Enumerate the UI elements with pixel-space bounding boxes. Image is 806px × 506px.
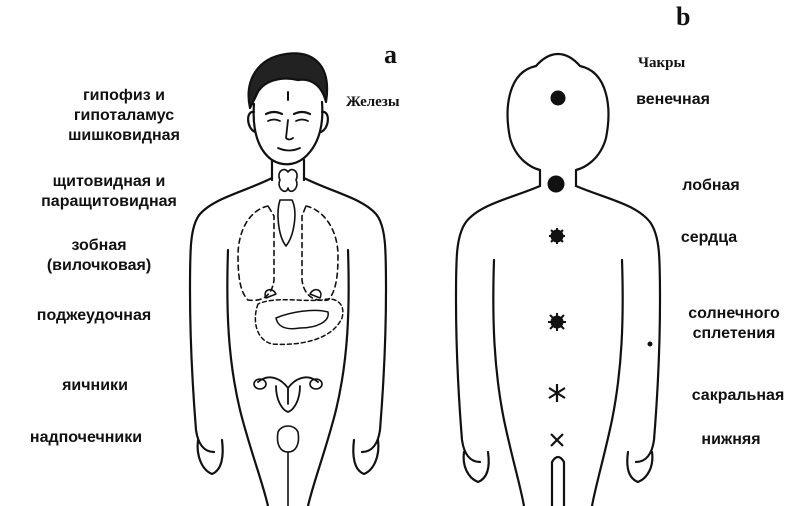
chakra-label-root: нижняя: [686, 430, 776, 450]
body-outline: [190, 178, 386, 452]
left-eye: [268, 120, 280, 122]
head-outline: [508, 54, 609, 186]
gland-label-pancreas: поджеудочная: [14, 306, 174, 326]
brow-chakra-dot: [548, 176, 564, 192]
pancreas: [276, 310, 328, 328]
chakra-label-line: сердца: [664, 228, 754, 248]
left-lung: [238, 206, 274, 300]
gland-label-line: паращитовидная: [14, 192, 204, 212]
gland-label-pineal: шишковидная: [44, 126, 204, 146]
gland-label-thyroid: щитовидная и паращитовидная: [14, 172, 204, 212]
torso-left: [227, 250, 268, 506]
sacral-chakra-star: [549, 384, 565, 402]
chakra-markers: [548, 91, 652, 446]
gland-label-thymus: зобная (вилочковая): [24, 236, 174, 276]
chakra-label-brow: лобная: [666, 176, 756, 196]
nose: [286, 120, 293, 140]
gland-label-ovaries: яичники: [30, 376, 160, 396]
gland-label-pituitary: гипофиз и гипоталамус: [44, 86, 204, 126]
chakra-label-heart: сердца: [664, 228, 754, 248]
mouth: [278, 148, 300, 151]
root-chakra-cross: [551, 434, 563, 446]
gland-label-line: зобная: [24, 236, 174, 256]
inner-left: [493, 260, 524, 506]
gland-label-line: шишковидная: [44, 126, 204, 146]
pancreas-region: [255, 299, 343, 344]
gland-label-line: щитовидная и: [14, 172, 204, 192]
side-mark: [648, 342, 652, 346]
uterus: [258, 377, 318, 404]
adrenal-glands: [277, 426, 298, 452]
torso-right: [308, 250, 349, 506]
inner-right: [592, 260, 623, 506]
thymus: [278, 200, 295, 246]
male-figure: [190, 53, 386, 506]
chakra-label-line: сакральная: [676, 386, 800, 406]
chakra-label-line: солнечного: [674, 304, 794, 324]
left-brow: [266, 112, 282, 114]
right-lung: [302, 206, 338, 300]
right-eye: [296, 120, 308, 122]
gland-label-line: поджеудочная: [14, 306, 174, 326]
panel-b-heading: Чакры: [638, 55, 685, 72]
gland-label-line: гипофиз и: [44, 86, 204, 106]
right-brow: [294, 112, 310, 114]
gland-label-line: надпочечники: [6, 428, 166, 448]
chakra-label-line: лобная: [666, 176, 756, 196]
gland-label-line: (вилочковая): [24, 256, 174, 276]
chakra-label-crown: венечная: [618, 90, 728, 110]
chakra-label-line: венечная: [618, 90, 728, 110]
gland-label-line: гипоталамус: [44, 106, 204, 126]
panel-b-letter: b: [676, 2, 690, 32]
leg-gap: [552, 457, 564, 506]
chakra-label-line: сплетения: [674, 324, 794, 344]
chakra-label-sacral: сакральная: [676, 386, 800, 406]
gland-label-line: яичники: [30, 376, 160, 396]
gland-label-adrenals: надпочечники: [6, 428, 166, 448]
chakra-label-solar: солнечного сплетения: [674, 304, 794, 344]
crown-chakra-dot: [551, 91, 565, 105]
panel-a-letter: a: [384, 40, 397, 70]
solar-chakra-rays: [548, 313, 566, 331]
chakra-label-line: нижняя: [686, 430, 776, 450]
heart-chakra-rays: [549, 228, 565, 244]
face: [254, 102, 323, 164]
thyroid: [279, 170, 297, 192]
panel-a-heading: Железы: [346, 94, 400, 111]
